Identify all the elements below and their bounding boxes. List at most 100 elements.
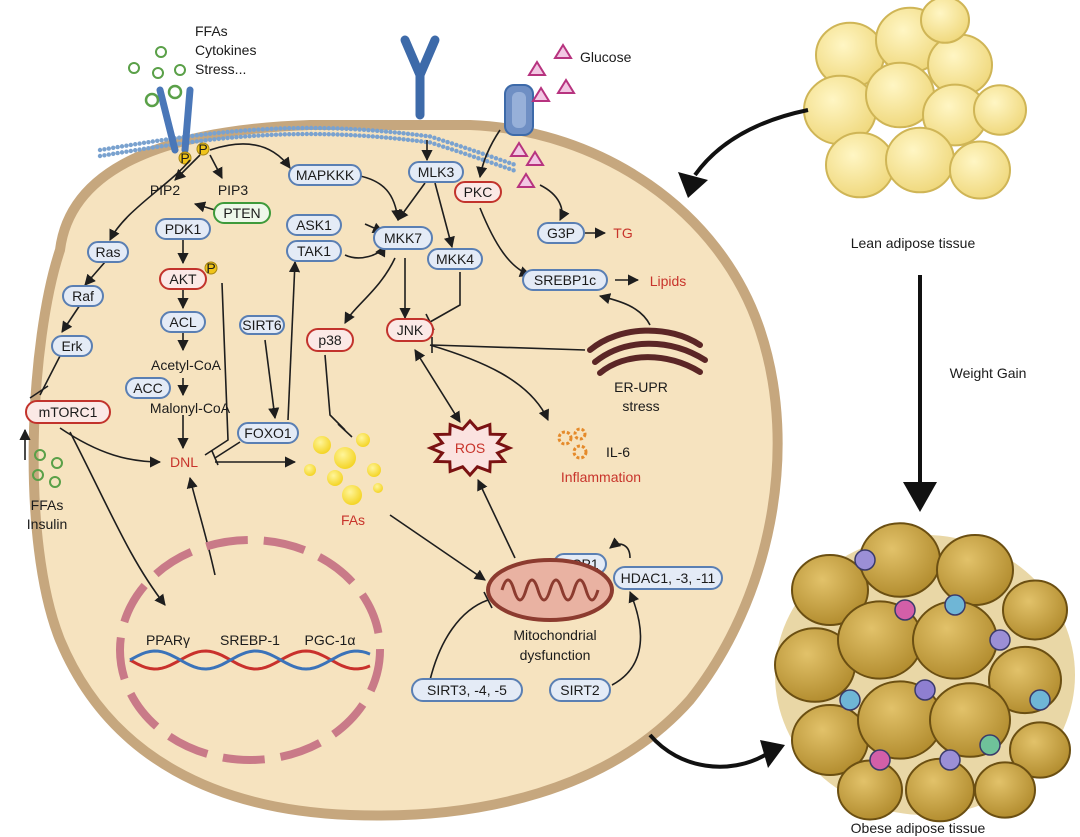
membrane-lipid [309, 131, 314, 137]
acc-node: ACC [125, 377, 171, 399]
membrane-lipid [119, 144, 125, 149]
acl-node: ACL [160, 311, 206, 333]
membrane-lipid [458, 144, 463, 149]
membrane-lipid [269, 126, 274, 132]
membrane-lipid [463, 151, 468, 157]
membrane-lipid [331, 126, 336, 131]
membrane-lipid [177, 135, 182, 140]
mkk7-node: MKK7 [373, 226, 433, 250]
jnk-node-label: JNK [397, 322, 424, 338]
adipocyte-obese [905, 757, 975, 823]
membrane-lipid [234, 128, 239, 134]
membrane-lipid [251, 127, 257, 133]
membrane-lipid [471, 148, 477, 153]
lean-adipose-tissue-icon [803, 0, 1027, 200]
membrane-lipid [463, 145, 468, 151]
glucose-label: Glucose [580, 49, 632, 65]
membrane-lipid [190, 139, 195, 145]
membrane-lipid [150, 145, 155, 150]
membrane-lipid [229, 135, 235, 140]
ras-node: Ras [87, 241, 129, 263]
membrane-lipid [265, 132, 270, 138]
membrane-lipid [436, 137, 441, 142]
membrane-lipid [124, 143, 129, 148]
membrane-lipid [190, 133, 195, 139]
immune-cell-icon [939, 749, 961, 771]
acl-node-label: ACL [169, 314, 196, 330]
mapkkk-node: MAPKKK [288, 164, 362, 186]
membrane-lipid [361, 133, 367, 139]
membrane-lipid [410, 132, 415, 137]
membrane-lipid [419, 133, 424, 138]
membrane-lipid [282, 132, 287, 137]
cytokine-receptor-icon: P P [144, 84, 210, 166]
membrane-lipid [194, 139, 199, 144]
membrane-lipid [335, 132, 340, 137]
membrane-lipid [317, 125, 323, 131]
membrane-lipid [489, 160, 494, 165]
erk-node: Erk [51, 335, 93, 357]
immune-cell-icon [944, 594, 966, 616]
membrane-lipid [155, 138, 160, 144]
receptor-y-icon [400, 35, 440, 120]
membrane-lipid [388, 129, 393, 135]
membrane-lipid [498, 163, 503, 168]
glucose-triangles [509, 43, 576, 188]
stress-label: Stress... [195, 61, 246, 77]
raf-node-label: Raf [72, 288, 94, 304]
membrane-lipid [221, 136, 226, 141]
membrane-lipid [392, 130, 397, 135]
membrane-lipid [141, 140, 147, 146]
tak1-node-label: TAK1 [297, 243, 331, 259]
membrane-lipid [128, 148, 133, 154]
membrane-lipid [322, 125, 327, 131]
membrane-lipid [441, 144, 446, 149]
mlk3-node-label: MLK3 [418, 164, 455, 180]
membrane-lipid [128, 142, 133, 148]
membrane-lipid [388, 135, 393, 141]
membrane-lipid [322, 131, 327, 137]
membrane-lipid [115, 150, 120, 156]
srebp1-label: SREBP-1 [220, 632, 280, 648]
membrane-lipid [471, 154, 477, 159]
membrane-lipid [212, 137, 217, 142]
membrane-lipid [432, 135, 437, 141]
membrane-lipid [159, 143, 164, 149]
membrane-lipid [353, 127, 358, 132]
membrane-lipid [141, 146, 147, 152]
membrane-lipid [480, 151, 485, 156]
inflammation-label: Inflammation [561, 469, 641, 485]
membrane-lipid [243, 128, 248, 133]
adipocyte-obese [837, 759, 903, 821]
hdac-node: HDAC1, -3, -11 [613, 566, 723, 590]
membrane-lipid [212, 131, 217, 136]
membrane-lipid [331, 132, 336, 137]
membrane-lipid [383, 129, 389, 134]
membrane-lipid [357, 127, 362, 132]
membrane-lipid [397, 136, 402, 142]
membrane-lipid [313, 131, 318, 137]
membrane-lipid [502, 159, 507, 164]
membrane-lipid [379, 134, 384, 140]
sirt345-node: SIRT3, -4, -5 [411, 678, 523, 702]
immune-cell-icon [869, 749, 891, 771]
membrane-lipid [432, 141, 437, 147]
membrane-lipid [476, 150, 481, 155]
adipocyte-lean [920, 0, 970, 44]
curved-arrows [648, 108, 809, 769]
membrane-lipid [379, 128, 384, 134]
membrane-lipid [401, 131, 406, 136]
membrane-lipid [300, 131, 305, 137]
adipocyte-obese [1002, 579, 1068, 641]
membrane-lipid [397, 130, 402, 136]
immune-cell-icon [989, 629, 1011, 651]
membrane-lipid [207, 137, 213, 143]
cell-membrane [97, 125, 516, 173]
mkk4-node: MKK4 [427, 248, 483, 270]
foxo1-node: FOXO1 [237, 422, 299, 444]
membrane-lipid [445, 145, 450, 151]
tak1-node: TAK1 [286, 240, 342, 262]
membrane-lipid [300, 125, 305, 131]
membrane-lipid [216, 130, 221, 136]
